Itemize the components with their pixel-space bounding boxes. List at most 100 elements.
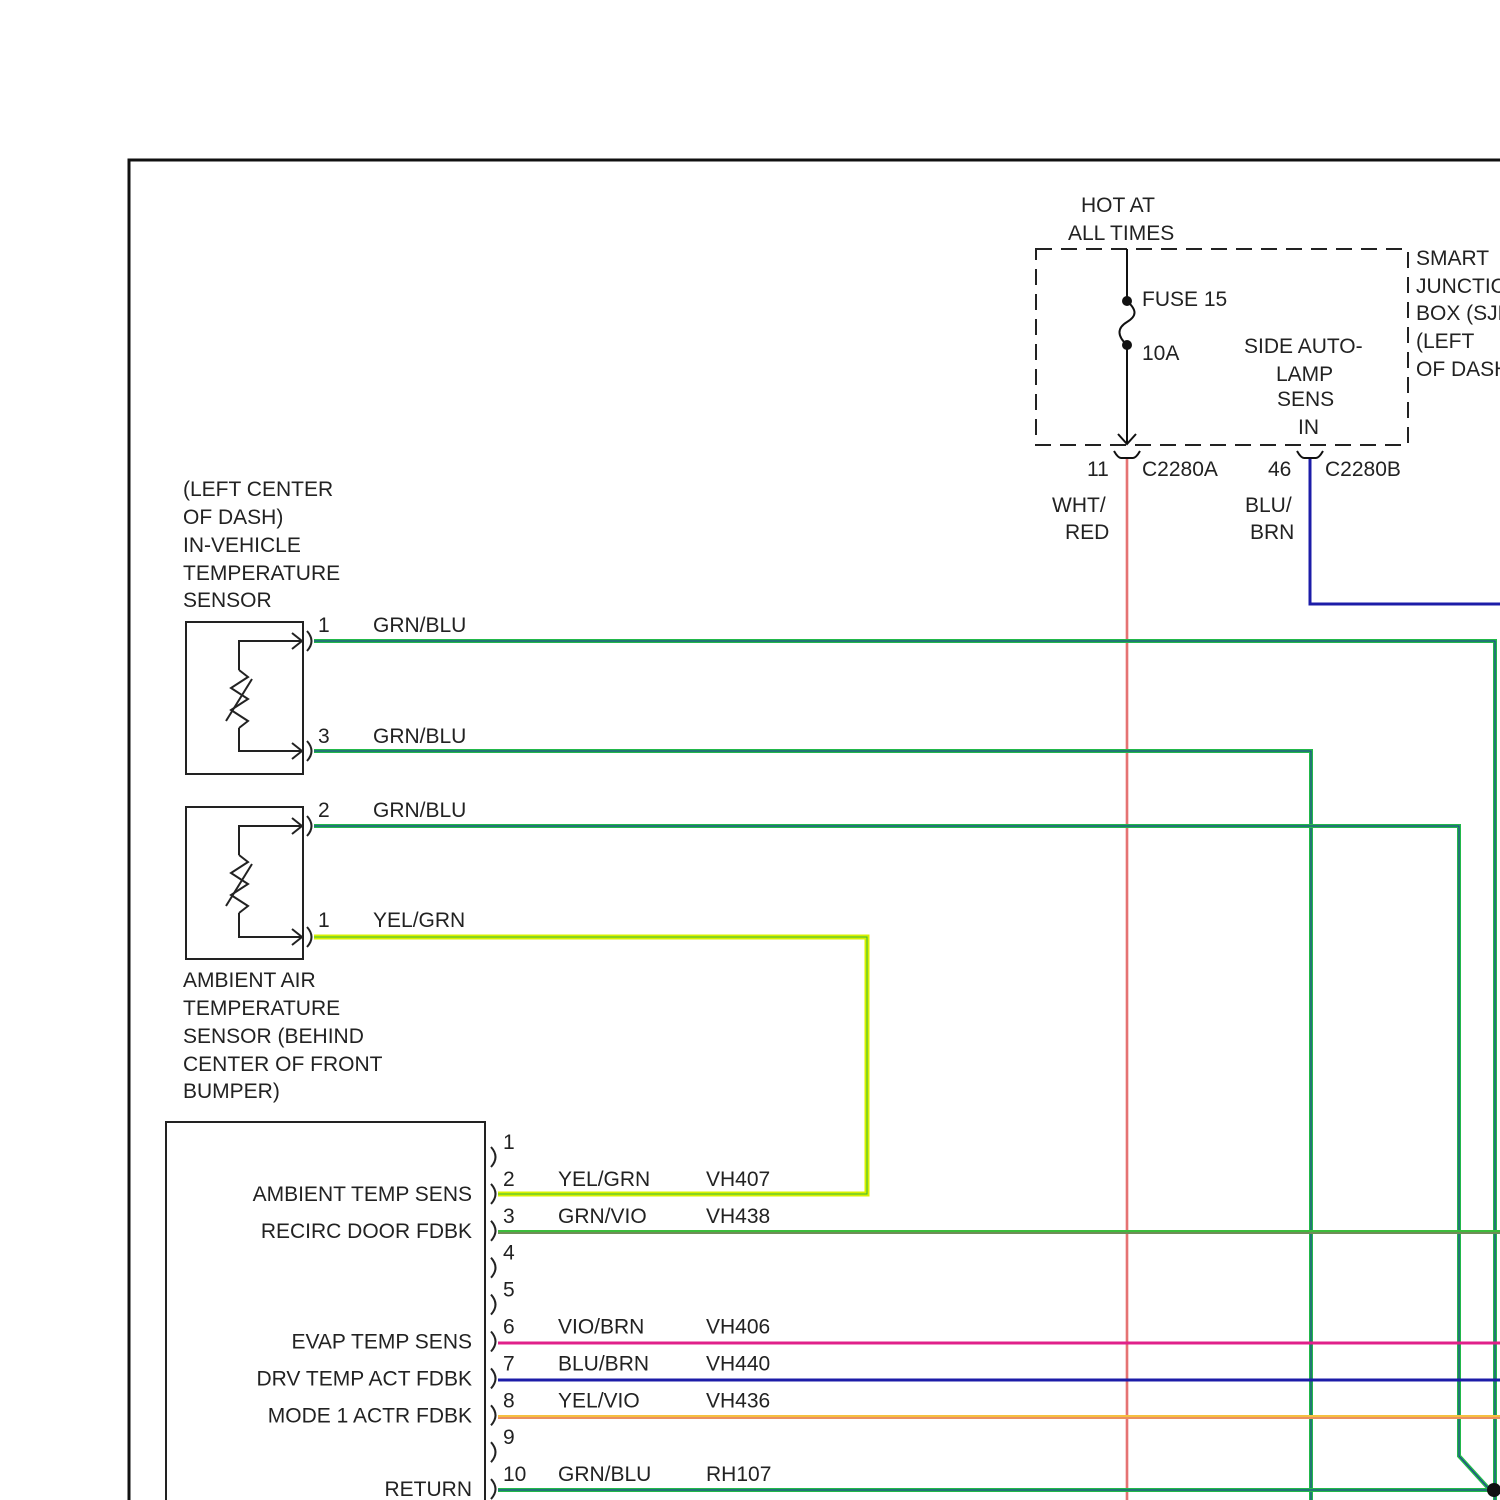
amb-pin-1-wire: YEL/GRN [373, 909, 465, 932]
connector-c2280b-label: C2280B [1325, 458, 1401, 481]
module-pin-function-label: MODE 1 ACTR FDBK [268, 1404, 472, 1427]
module-pin-number: 8 [503, 1389, 515, 1412]
splice-dot [1487, 1483, 1500, 1497]
module-pin-circuit: RH107 [706, 1463, 771, 1486]
module-pin-wire-color: YEL/GRN [558, 1168, 650, 1191]
module-pin-function-label: RECIRC DOOR FDBK [261, 1220, 472, 1243]
fuse-label: FUSE 15 [1142, 288, 1227, 311]
module-pin-number: 3 [503, 1205, 515, 1228]
wire-grn-blu-amb-2 [314, 826, 1490, 1490]
amb-title-line-4: CENTER OF FRONT [183, 1053, 383, 1076]
wire-grn-blu-iv-1 [314, 641, 1495, 1500]
sjb-name-line-1: SMART [1416, 247, 1489, 270]
pin-11-label: 11 [1087, 458, 1109, 481]
module-pin-function-label: RETURN [385, 1478, 473, 1500]
module-pin-circuit: VH436 [706, 1389, 770, 1412]
wire-grn-vio-pin3 [498, 1232, 1500, 1233]
amb-thermistor-lead [239, 826, 302, 855]
wire-wht-red-label-1: WHT/ [1052, 494, 1106, 517]
amb-thermistor-lead-2 [239, 913, 302, 937]
wire-yel-vio-pin8 [498, 1417, 1500, 1418]
module-pin-circuit: VH440 [706, 1352, 770, 1375]
module-pin-terminal [491, 1332, 496, 1352]
amb-pin-1-number: 1 [318, 909, 330, 932]
module-pin-circuit: VH407 [706, 1168, 770, 1191]
pin-46-label: 46 [1268, 458, 1291, 481]
module-pin-number: 4 [503, 1242, 515, 1265]
module-pin-wire-color: VIO/BRN [558, 1316, 644, 1339]
module-pin-number: 9 [503, 1426, 515, 1449]
iv-title-line-2: OF DASH) [183, 506, 283, 529]
amb-title-line-3: SENSOR (BEHIND [183, 1025, 364, 1048]
sjb-name-line-5: OF DASH) [1416, 358, 1500, 381]
iv-thermistor-lead-2 [239, 728, 302, 751]
module-pin-terminal [491, 1258, 496, 1278]
amb-pin-2-wire: GRN/BLU [373, 799, 466, 822]
module-pin-circuit: VH406 [706, 1316, 770, 1339]
module-pin-wire-color: YEL/VIO [558, 1389, 640, 1412]
amb-title-line-2: TEMPERATURE [183, 997, 340, 1020]
module-pin-number: 5 [503, 1279, 515, 1302]
wire-wht-red-label-2: RED [1065, 521, 1109, 544]
module-pin-wire-color: BLU/BRN [558, 1352, 649, 1375]
iv-title-line-1: (LEFT CENTER [183, 478, 333, 501]
module-pin-circuit: VH438 [706, 1205, 770, 1228]
amb-pin-1-terminal [307, 927, 312, 947]
module-pin-number: 2 [503, 1168, 515, 1191]
sjb-side-line-1: SIDE AUTO- [1244, 335, 1363, 358]
module-box [166, 1122, 485, 1500]
wire-blu-brn-label-1: BLU/ [1245, 494, 1292, 517]
wire-yel-grn-amb-1 [314, 937, 867, 1194]
module-pin-number: 1 [503, 1131, 515, 1154]
module-pin-terminal [491, 1221, 496, 1241]
module-pin-wire-color: GRN/BLU [558, 1463, 651, 1486]
amb-pin-2-terminal [307, 816, 312, 836]
module-pin-row: 4 [491, 1242, 515, 1278]
connector-c2280a-label: C2280A [1142, 458, 1218, 481]
iv-pin-3-number: 3 [318, 725, 330, 748]
module-pin-terminal [491, 1479, 496, 1499]
amb-title-line-1: AMBIENT AIR [183, 969, 316, 992]
ambient-sensor: 2 GRN/BLU 1 YEL/GRN AMBIENT AIR TEMPERAT… [183, 799, 466, 1103]
module-pin-function-label: EVAP TEMP SENS [291, 1331, 472, 1354]
amb-pin-2-number: 2 [318, 799, 330, 822]
iv-pin-1-wire: GRN/BLU [373, 614, 466, 637]
sjb-side-line-3: SENS [1277, 388, 1334, 411]
module-pin-number: 7 [503, 1352, 515, 1375]
module-pin-terminal [491, 1295, 496, 1315]
module-pin-row: 1 [491, 1131, 515, 1167]
sjb-side-line-2: LAMP [1276, 363, 1333, 386]
module-pin-wire-color: GRN/VIO [558, 1205, 647, 1228]
sjb-hot-line-1: HOT AT [1081, 194, 1155, 217]
wire-blu-brn-label-2: BRN [1250, 521, 1294, 544]
iv-pin-3-terminal [307, 741, 312, 761]
fuse-amps: 10A [1142, 342, 1179, 365]
page-frame [129, 160, 1500, 1500]
fuse-symbol [1120, 301, 1135, 345]
module-pin-terminal [491, 1442, 496, 1462]
iv-thermistor-lead [239, 641, 302, 670]
module-pin-function-label: AMBIENT TEMP SENS [253, 1183, 472, 1206]
iv-pin-1-number: 1 [318, 614, 330, 637]
sjb-name-line-4: (LEFT [1416, 330, 1475, 353]
module-pin-number: 10 [503, 1463, 526, 1486]
module-pin-function-label: DRV TEMP ACT FDBK [256, 1367, 472, 1390]
module-pin-row: 5 [491, 1279, 515, 1315]
module-pin-terminal [491, 1405, 496, 1425]
sjb-group: HOT AT ALL TIMES SMART JUNCTION BOX (SJB… [1036, 194, 1500, 544]
in-vehicle-sensor: (LEFT CENTER OF DASH) IN-VEHICLE TEMPERA… [183, 478, 466, 774]
module-pin-number: 6 [503, 1316, 515, 1339]
sjb-name-line-2: JUNCTION [1416, 275, 1500, 298]
sjb-side-line-4: IN [1298, 416, 1319, 439]
amb-title-line-5: BUMPER) [183, 1080, 280, 1103]
connector-c2280b-terminal [1297, 451, 1323, 458]
